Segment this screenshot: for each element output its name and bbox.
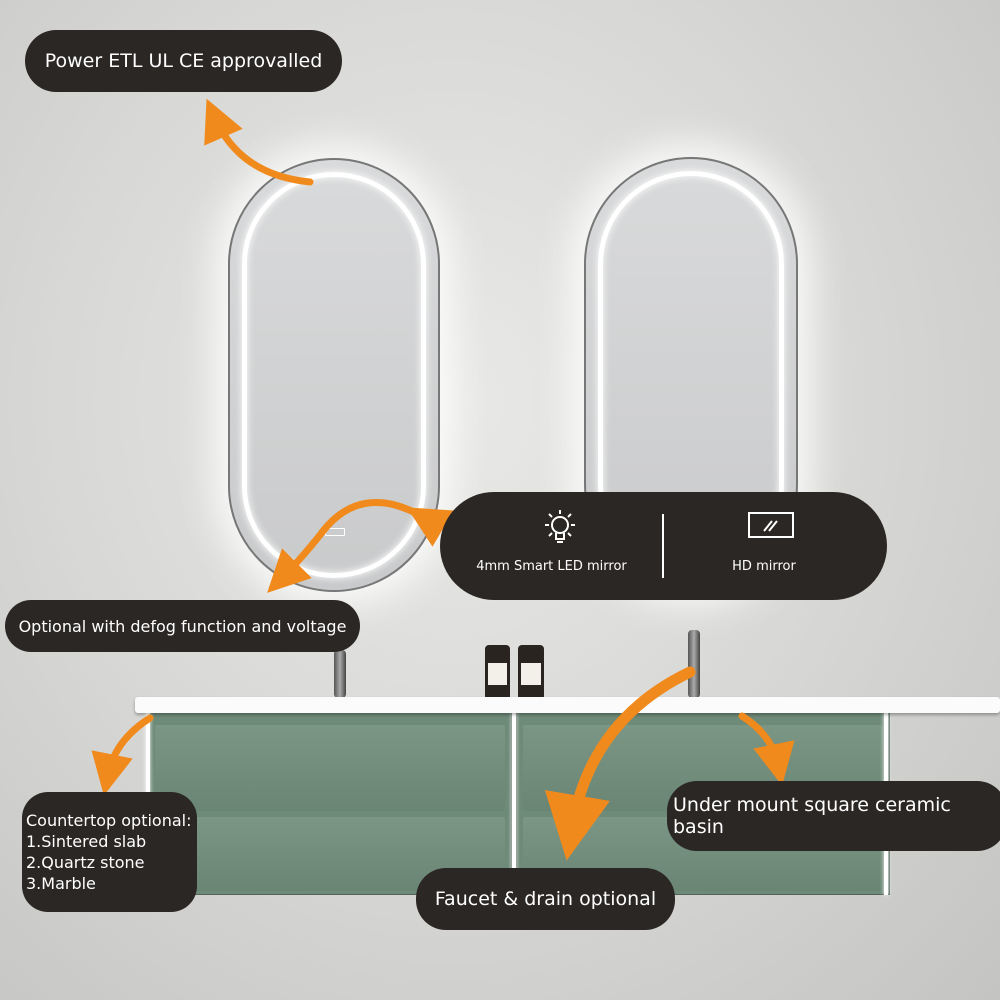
- faucet-right: [688, 630, 700, 698]
- lightbulb-icon: [545, 510, 575, 543]
- countertop-option: 3.Marble: [26, 874, 96, 893]
- hd-mirror-icon: [748, 512, 794, 538]
- power-approval-label: Power ETL UL CE approvalled: [25, 30, 342, 92]
- feature-led: 4mm Smart LED mirror: [440, 492, 663, 600]
- feature-panel: 4mm Smart LED mirror HD mirror: [440, 492, 887, 600]
- basin-label: Under mount square ceramic basin: [667, 781, 1000, 851]
- arrow-faucet: [544, 666, 696, 861]
- countertop-option: 2.Quartz stone: [26, 853, 145, 872]
- feature-hd: HD mirror: [664, 492, 887, 600]
- feature-label: HD mirror: [732, 559, 796, 574]
- arrow-basin: [738, 712, 795, 786]
- divider: [662, 514, 664, 578]
- arrow-countertop: [91, 714, 154, 796]
- countertop: [135, 697, 1000, 713]
- faucet-label: Faucet & drain optional: [416, 868, 675, 930]
- feature-label: 4mm Smart LED mirror: [476, 559, 627, 574]
- countertop-label: Countertop optional: 1.Sintered slab 2.Q…: [22, 792, 197, 912]
- arrow-defog: [267, 498, 454, 593]
- lotion-bottle: [518, 645, 544, 698]
- defog-label: Optional with defog function and voltage: [5, 600, 360, 652]
- countertop-option: 1.Sintered slab: [26, 832, 147, 851]
- cabinet-left: [148, 712, 512, 895]
- countertop-title: Countertop optional:: [26, 811, 192, 830]
- arrow-power: [204, 98, 314, 186]
- faucet-left: [334, 650, 346, 698]
- soap-bottle: [485, 645, 510, 698]
